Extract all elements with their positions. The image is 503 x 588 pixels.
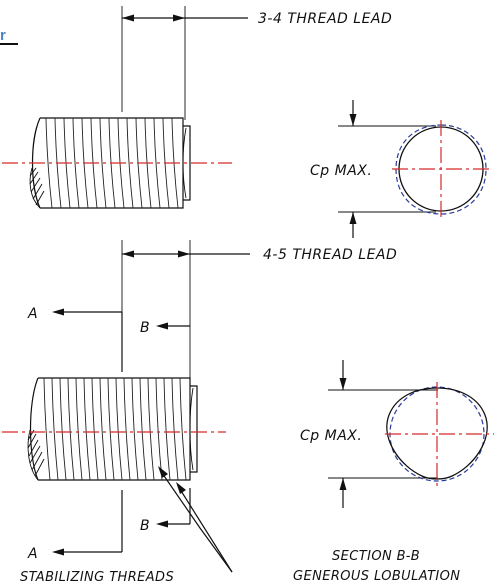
bottom-lead-arrow-left (122, 250, 134, 258)
bottom-thread-crest-8 (107, 377, 115, 481)
bottom-thread-crest-13 (147, 377, 155, 481)
bottom-lead-arrow-right (178, 250, 190, 258)
cut-a-bottom-arrow (52, 548, 64, 556)
cut-a-top-arrow (52, 308, 64, 316)
bottom-screw-body (27, 377, 198, 481)
bottom-thread-crest-0 (43, 377, 51, 481)
top-section-view: Cp MAX. (310, 100, 492, 238)
bottom-section-arrow-lower (339, 478, 347, 490)
stabilizing-threads-label: STABILIZING THREADS (20, 570, 174, 585)
bottom-thread-crest-3 (67, 377, 75, 481)
stabilizing-leader-1 (177, 485, 233, 573)
top-thread-crest-9 (126, 117, 134, 209)
stabilizing-arrow-1 (176, 482, 186, 494)
top-thread-crest-12 (153, 117, 161, 209)
bottom-thread-crest-9 (115, 377, 123, 481)
top-screw-body (29, 117, 191, 209)
corner-fragment: r (0, 27, 18, 45)
corner-fragment-text: r (0, 27, 6, 44)
bottom-thread-crest-4 (75, 377, 83, 481)
bottom-screw-view: 4-5 THREAD LEAD A B A (2, 240, 397, 585)
cut-b-top-arrow (156, 322, 168, 330)
top-section-label: Cp MAX. (310, 163, 372, 179)
bottom-thread-crest-12 (139, 377, 147, 481)
section-subtitle: GENEROUS LOBULATION (293, 569, 460, 584)
bottom-thread-crest-11 (131, 377, 139, 481)
bottom-section-arrow-upper (339, 378, 347, 390)
stabilizing-arrow-2 (158, 466, 168, 478)
top-section-lobe-outline (395, 124, 487, 215)
top-thread-crest-3 (72, 117, 80, 209)
cut-b-top-label: B (140, 320, 150, 336)
bottom-thread-crest-5 (83, 377, 91, 481)
bottom-lead-label: 4-5 THREAD LEAD (263, 247, 397, 263)
bottom-thread-crest-6 (91, 377, 99, 481)
top-lead-label: 3-4 THREAD LEAD (258, 11, 392, 27)
top-section-arrow-upper (349, 114, 357, 126)
cut-a-bottom-label: A (27, 546, 38, 562)
section-title: SECTION B-B (332, 549, 420, 564)
cut-a-top-label: A (27, 306, 38, 322)
bottom-thread-crest-15 (163, 377, 171, 481)
bottom-thread-crest-16 (171, 377, 179, 481)
bottom-section-view: Cp MAX. SECTION B-B GENEROUS LOBULATION (293, 360, 494, 584)
bottom-thread-crest-1 (51, 377, 59, 481)
top-screw-view: 3-4 THREAD LEAD (2, 6, 392, 209)
bottom-thread-crest-10 (123, 377, 131, 481)
top-lead-arrow-left (122, 14, 134, 22)
bottom-section-label: Cp MAX. (300, 428, 362, 444)
bottom-thread-crests (43, 377, 187, 481)
top-section-arrow-lower (349, 212, 357, 224)
bottom-thread-crest-17 (179, 377, 187, 481)
top-thread-crest-0 (45, 117, 53, 209)
cut-b-bottom-arrow (156, 520, 168, 528)
top-lead-arrow-right (173, 14, 185, 22)
top-thread-crest-6 (99, 117, 107, 209)
stabilizing-leader-2 (159, 469, 233, 573)
bottom-thread-crest-2 (59, 377, 67, 481)
cut-b-bottom-label: B (140, 518, 150, 534)
bottom-thread-crest-7 (99, 377, 107, 481)
top-thread-crests (45, 117, 179, 209)
